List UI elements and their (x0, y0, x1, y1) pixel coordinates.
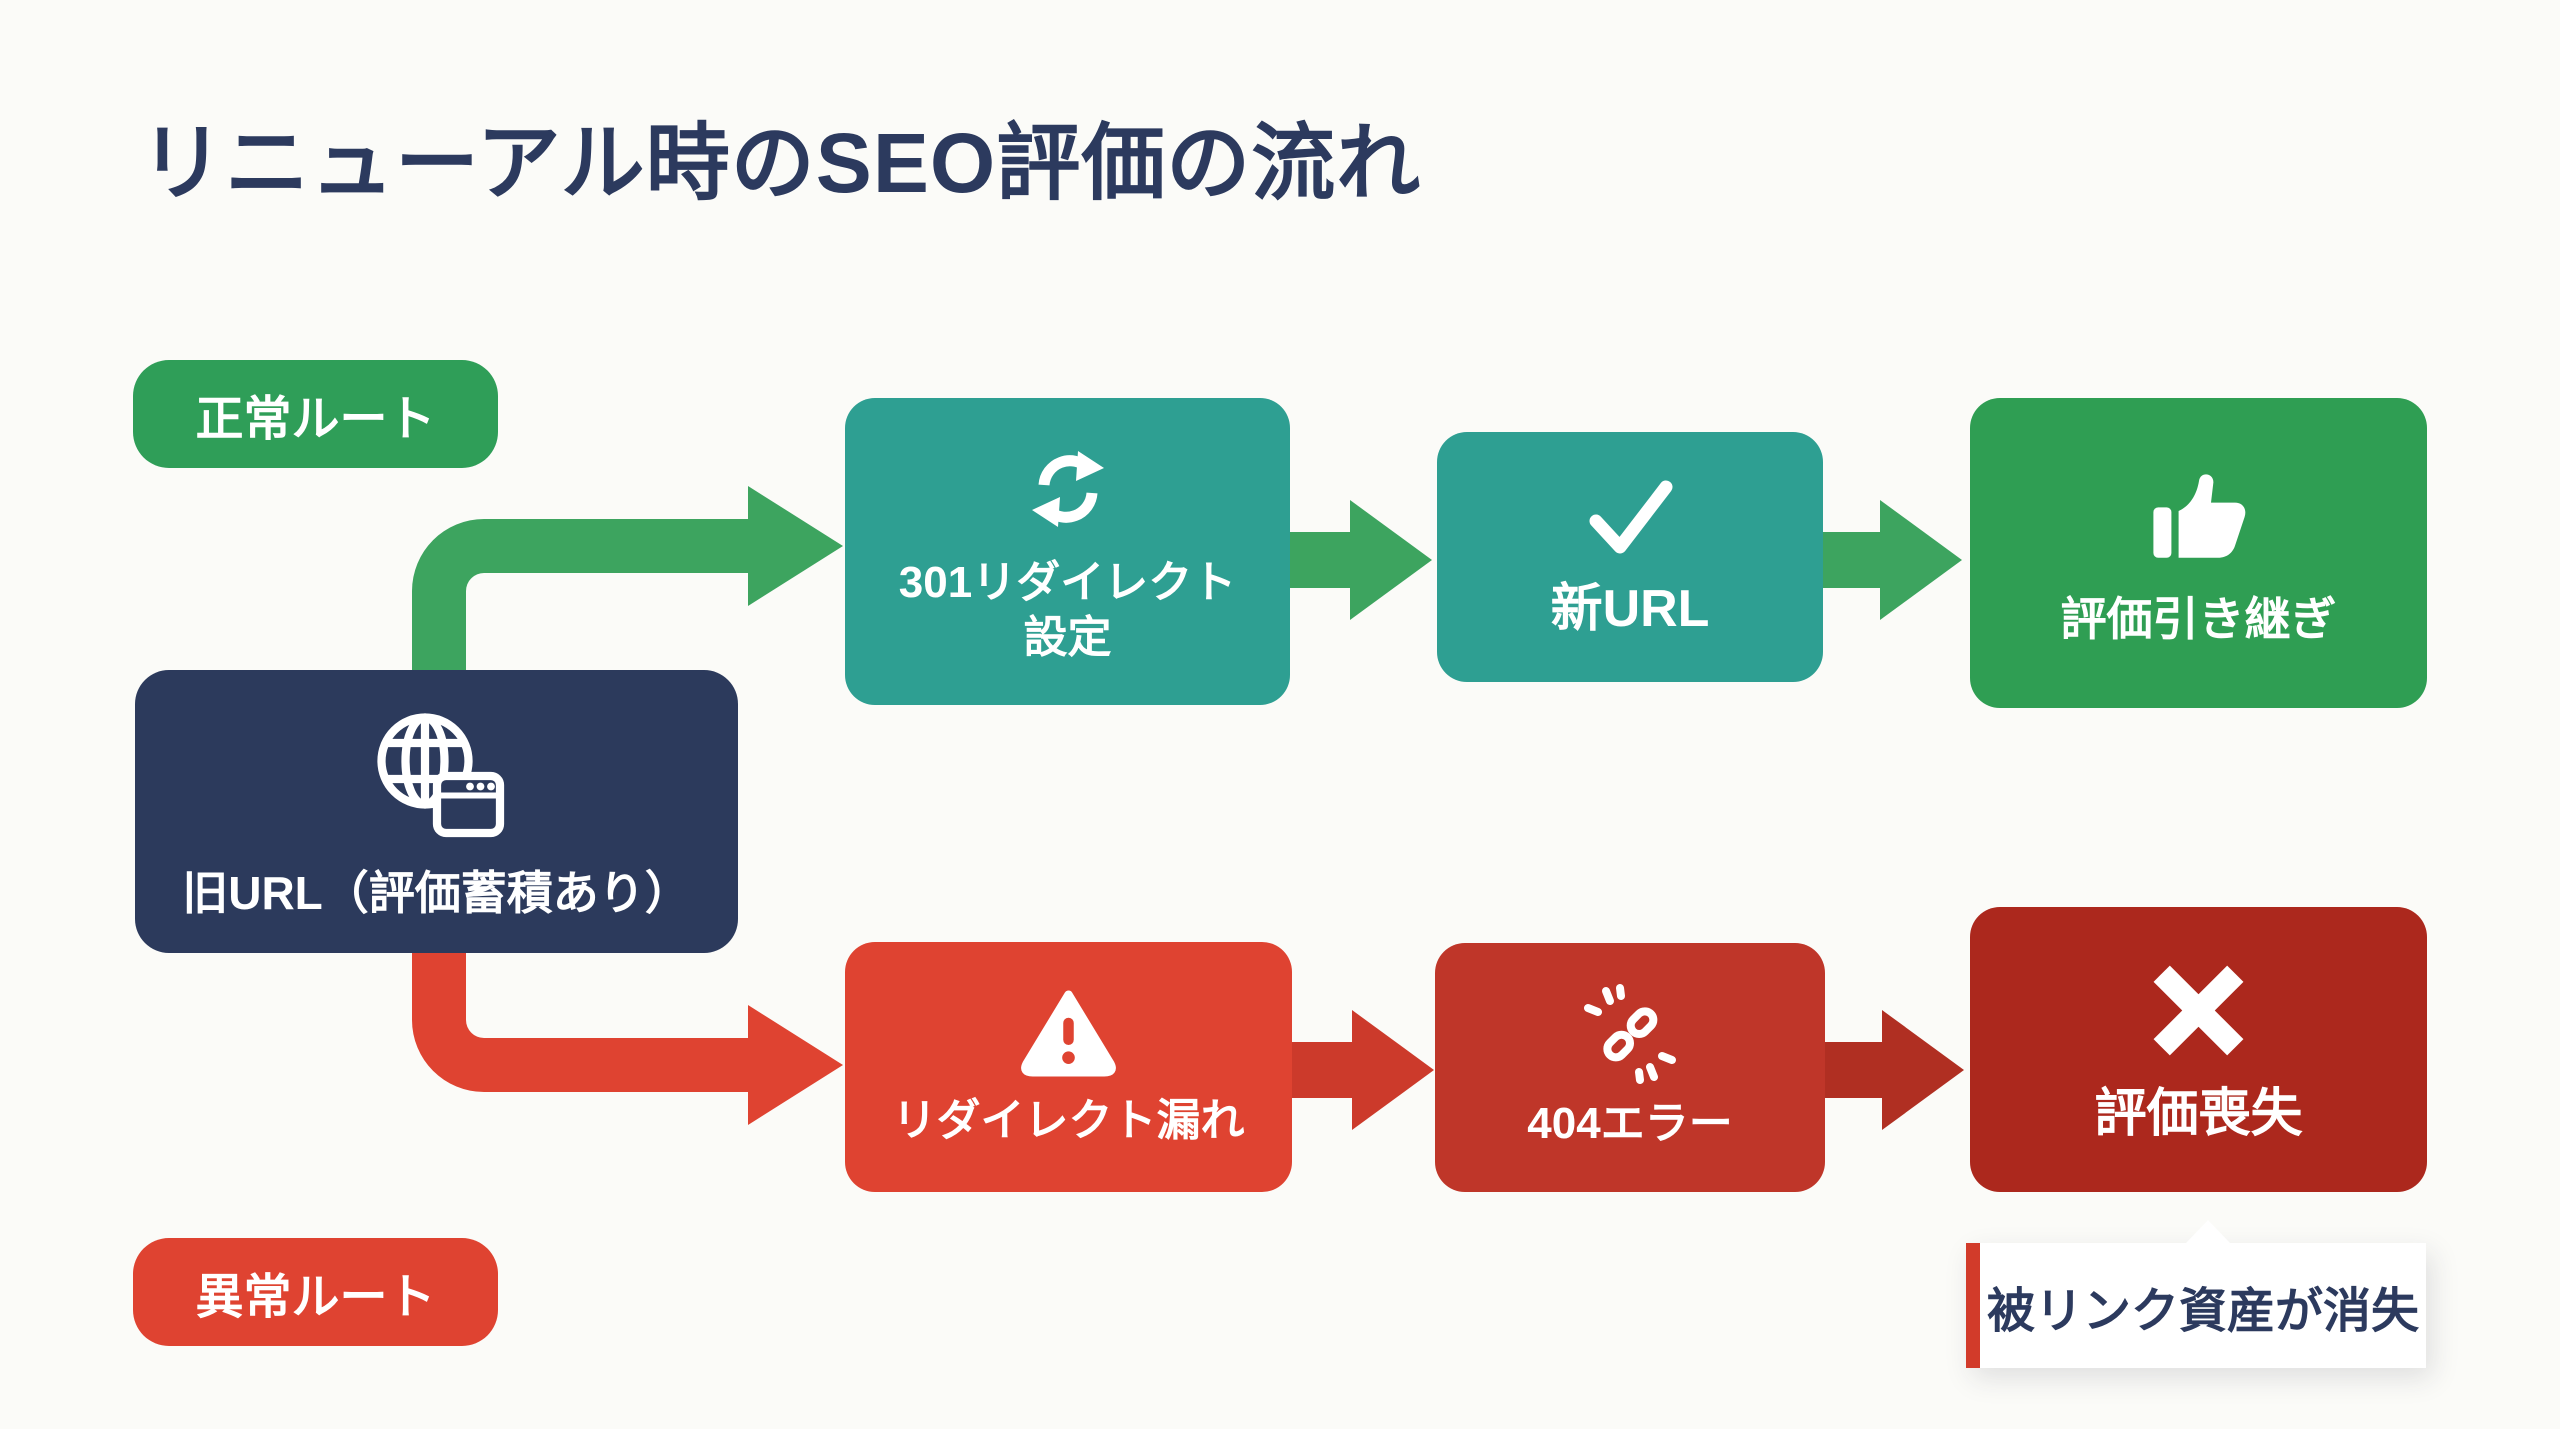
label-abnormal-route: 異常ルート (133, 1238, 498, 1346)
arrow-404-to-lost-head (1882, 1010, 1964, 1130)
node-new-url: 新URL (1437, 432, 1823, 682)
node-301-redirect-line2: 設定 (1023, 612, 1112, 662)
normal-route-elbow-arrowhead (748, 486, 843, 606)
warning-icon (1021, 990, 1116, 1077)
refresh-icon (1031, 450, 1104, 527)
page-title: リニューアル時のSEO評価の流れ (140, 116, 1422, 210)
eval-lost-callout: 被リンク資産が消失 (1966, 1220, 2426, 1368)
arrow-301-to-newurl-shaft (1288, 532, 1350, 588)
node-404-error: 404エラー (1435, 943, 1825, 1192)
abnormal-route-elbow-connector (412, 949, 750, 1092)
broken-link-icon (1584, 984, 1676, 1084)
check-icon (1589, 480, 1672, 553)
label-normal-route-text: 正常ルート (195, 393, 436, 446)
label-abnormal-route-text: 異常ルート (195, 1271, 436, 1324)
x-icon (2153, 965, 2244, 1055)
node-redirect-missing: リダイレクト漏れ (845, 942, 1292, 1192)
eval-lost-callout-text: 被リンク資産が消失 (1986, 1284, 2419, 1338)
node-old-url-label: 旧URL（評価蓄積あり） (182, 866, 691, 919)
node-eval-carryover-label: 評価引き継ぎ (2060, 593, 2337, 646)
node-eval-lost: 評価喪失 (1970, 907, 2427, 1192)
globe-browser-icon (376, 713, 504, 837)
thumbs-up-icon (2152, 474, 2245, 559)
node-redirect-missing-label: リダイレクト漏れ (892, 1096, 1245, 1145)
arrow-missing-to-404-head (1352, 1010, 1434, 1130)
arrow-missing-to-404-shaft (1290, 1042, 1352, 1098)
node-old-url: 旧URL（評価蓄積あり） (135, 670, 738, 953)
label-normal-route: 正常ルート (133, 360, 498, 468)
node-eval-lost-label: 評価喪失 (2094, 1084, 2303, 1143)
abnormal-route-elbow-arrowhead (748, 1005, 843, 1125)
node-404-error-label: 404エラー (1527, 1099, 1733, 1148)
normal-route-elbow-connector (412, 519, 750, 670)
node-new-url-label: 新URL (1550, 579, 1710, 638)
arrow-newurl-to-carryover-shaft (1821, 532, 1880, 588)
node-eval-carryover: 評価引き継ぎ (1970, 398, 2427, 708)
arrow-404-to-lost-shaft (1823, 1042, 1882, 1098)
arrow-newurl-to-carryover-head (1880, 500, 1962, 620)
node-301-redirect-line1: 301リダイレクト (898, 557, 1237, 607)
node-301-redirect: 301リダイレクト 設定 (845, 398, 1290, 705)
arrow-301-to-newurl-head (1350, 500, 1432, 620)
node-301-redirect-label: 301リダイレクト 設定 (899, 555, 1236, 665)
